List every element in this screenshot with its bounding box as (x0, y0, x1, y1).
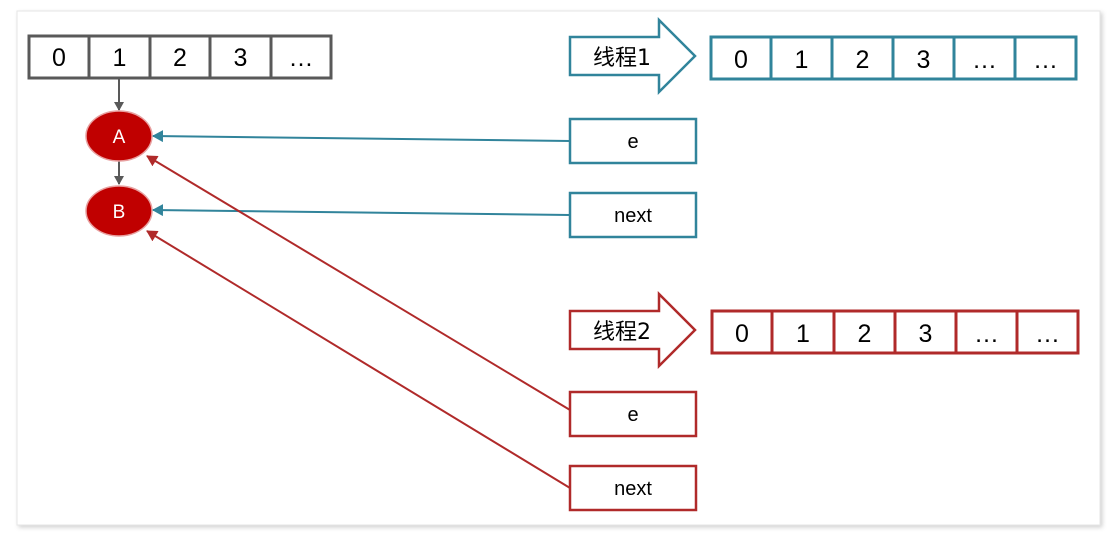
thread2-array-cell-label: 2 (858, 320, 872, 348)
thread1-array-cell-label: … (972, 46, 997, 74)
main-array-cell: 0 (27, 34, 91, 80)
node-a: A (85, 110, 153, 162)
thread2-array-cell: … (954, 309, 1019, 355)
thread1-pointer-next-label: next (614, 205, 652, 227)
thread2-array-cell-label: 1 (796, 320, 810, 348)
thread2-pointer-next: next (568, 464, 698, 512)
thread1-label: 线程1 (593, 46, 651, 71)
main-array-cell: 2 (148, 34, 212, 80)
thread2-array-cell-label: … (974, 320, 999, 348)
thread1-array-cell-label: 0 (734, 46, 748, 74)
thread1-next-to-b-arrow (152, 204, 571, 217)
thread1-arrow: 线程1 (568, 16, 697, 96)
thread1-array-cell: 0 (709, 35, 773, 81)
node-a-label: A (113, 127, 126, 148)
thread1-array-cell: … (1013, 35, 1078, 81)
thread2-array-cell: 2 (832, 309, 897, 355)
thread1-array-cell: 2 (830, 35, 895, 81)
main-array-cell-label: … (289, 44, 314, 72)
main-array-cell: 1 (87, 34, 152, 80)
node-b-label: B (113, 202, 126, 223)
thread1-array-cell: … (952, 35, 1017, 81)
thread2-e-to-a-arrow (146, 155, 571, 411)
diagram-panel (16, 10, 1101, 526)
thread1-array-cell-label: 3 (917, 46, 931, 74)
thread1-array-cell-label: 1 (795, 46, 809, 74)
main-array-cell: … (269, 34, 333, 80)
thread1-pointer-e: e (568, 117, 698, 165)
thread1-e-to-a-arrow (152, 130, 571, 143)
thread2-array: 0 1 2 3 … … (710, 309, 1080, 355)
thread2-array-cell: 1 (770, 309, 836, 355)
thread2-array-cell: 3 (893, 309, 958, 355)
thread2-pointer-e: e (568, 390, 698, 438)
thread2-pointer-e-label: e (627, 404, 638, 426)
thread1-array-cell-label: … (1033, 46, 1058, 74)
main-array-cell-label: 0 (52, 44, 66, 72)
thread2-pointer-next-label: next (614, 478, 652, 500)
thread2-array-cell: … (1015, 309, 1080, 355)
main-array-cell-label: 1 (113, 44, 127, 72)
thread2-array-cell-label: 0 (735, 320, 749, 348)
main-array-cell-label: 2 (173, 44, 187, 72)
main-array: 0 1 2 3 … (27, 34, 333, 80)
main-array-cell-label: 3 (234, 44, 248, 72)
thread1-pointer-next: next (568, 191, 698, 239)
thread1-array-cell-label: 2 (856, 46, 870, 74)
thread1-array-cell: 1 (769, 35, 834, 81)
thread1-array: 0 1 2 3 … … (709, 35, 1078, 81)
thread1-array-cell: 3 (891, 35, 956, 81)
thread2-arrow: 线程2 (568, 290, 697, 370)
main-array-cell: 3 (208, 34, 273, 80)
thread1-pointer-e-label: e (627, 131, 638, 153)
thread2-array-cell-label: 3 (919, 320, 933, 348)
thread2-next-to-b-arrow (146, 230, 571, 489)
thread2-array-cell-label: … (1035, 320, 1060, 348)
node-b: B (85, 185, 153, 237)
thread2-array-cell: 0 (710, 309, 774, 355)
thread2-label: 线程2 (593, 320, 651, 345)
